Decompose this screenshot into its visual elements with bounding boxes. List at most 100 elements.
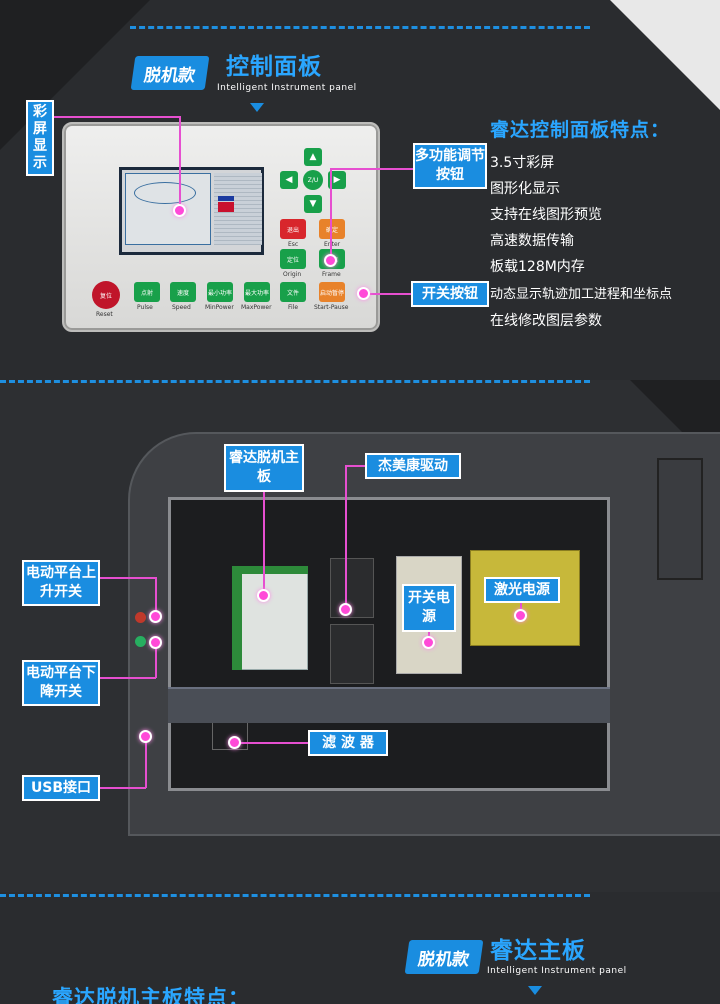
features-title: 睿达控制面板特点： xyxy=(490,119,671,141)
pointer-line xyxy=(364,293,411,295)
pointer-line xyxy=(100,577,156,579)
mainboard-section: 脱机款 睿达主板 Intelligent Instrument panel 睿达… xyxy=(0,892,720,1004)
control-panel-image: ▲ ◀ Z/U ▶ ▼ 退出 Esc 确定 Enter 定位 Origin 边框… xyxy=(62,122,380,332)
up-switch-button xyxy=(135,612,146,623)
pointer-dot xyxy=(139,730,152,743)
reset-button: 复位 xyxy=(92,281,120,309)
pointer-dot xyxy=(324,254,337,267)
section-divider xyxy=(130,26,590,29)
start-pause-button: 启动暂停 xyxy=(319,282,345,302)
pulse-label: Pulse xyxy=(137,304,153,311)
pointer-line xyxy=(179,116,181,208)
screen-preview xyxy=(125,173,211,245)
pointer-dot xyxy=(257,589,270,602)
down-pointer-icon xyxy=(250,103,264,112)
up-arrow-icon: ▲ xyxy=(304,148,322,166)
minpower-label: MinPower xyxy=(205,304,234,311)
ellipse-graphic xyxy=(134,182,196,204)
mainboard-terminals xyxy=(232,566,242,670)
pointer-line xyxy=(155,642,157,678)
reset-label: Reset xyxy=(96,311,113,318)
mainboard-features-title: 睿达脱机主板特点： xyxy=(52,986,250,1004)
header-subtitle: Intelligent Instrument panel xyxy=(217,83,357,93)
cabinet-shelf xyxy=(168,687,610,723)
header-title: 睿达主板 xyxy=(490,938,586,964)
speed-button: 速度 xyxy=(170,282,196,302)
pointer-line xyxy=(263,492,265,592)
callout-multi-button: 多功能调节按钮 xyxy=(413,143,487,189)
down-pointer-icon xyxy=(528,986,542,995)
pointer-dot xyxy=(149,610,162,623)
pointer-line xyxy=(100,677,156,679)
callout-down-switch: 电动平台下降开关 xyxy=(22,660,100,706)
right-arrow-icon: ▶ xyxy=(328,171,346,189)
header-title: 控制面板 xyxy=(226,54,322,80)
pointer-dot xyxy=(228,736,241,749)
pointer-line xyxy=(145,740,147,788)
driver-image xyxy=(330,558,374,618)
feature-item: 3.5寸彩屏 xyxy=(490,155,555,171)
feature-item: 在线修改图层参数 xyxy=(490,313,602,329)
feature-item: 支持在线图形预览 xyxy=(490,207,602,223)
machine-interior-section: 睿达脱机主板 杰美康驱动 电动平台上升开关 开关电源 激光电源 电动平台下降开关… xyxy=(0,380,720,892)
screen-layer-block xyxy=(218,196,234,201)
driver-image xyxy=(330,624,374,684)
pointer-line xyxy=(345,465,347,605)
pointer-line xyxy=(520,603,522,613)
down-switch-button xyxy=(135,636,146,647)
start-pause-label: Start-Pause xyxy=(314,304,349,311)
left-arrow-icon: ◀ xyxy=(280,171,298,189)
header-badge: 脱机款 xyxy=(404,940,484,974)
section-divider xyxy=(0,894,590,897)
down-arrow-icon: ▼ xyxy=(304,195,322,213)
zu-button: Z/U xyxy=(303,170,323,190)
callout-switch-button: 开关按钮 xyxy=(411,281,489,307)
pointer-line xyxy=(331,168,413,170)
pointer-line xyxy=(330,168,332,258)
pointer-line xyxy=(155,577,157,613)
pointer-line xyxy=(346,465,365,467)
pulse-button: 点射 xyxy=(134,282,160,302)
pointer-dot xyxy=(173,204,186,217)
file-button: 文件 xyxy=(280,282,306,302)
callout-screen: 彩屏显示 xyxy=(26,100,54,176)
file-label: File xyxy=(288,304,299,311)
callout-up-switch: 电动平台上升开关 xyxy=(22,560,100,606)
machine-side-panel xyxy=(657,458,703,580)
screen-layer-block xyxy=(218,202,234,212)
callout-switch-psu: 开关电源 xyxy=(402,584,456,632)
minpower-button: 最小功率 xyxy=(207,282,233,302)
enter-button: 确定 xyxy=(319,219,345,239)
pointer-dot xyxy=(514,609,527,622)
pointer-dot xyxy=(339,603,352,616)
speed-label: Speed xyxy=(172,304,191,311)
filter-image xyxy=(212,720,248,750)
callout-usb: USB接口 xyxy=(22,775,100,801)
origin-label: Origin xyxy=(283,271,302,278)
header-subtitle: Intelligent Instrument panel xyxy=(487,966,627,976)
header-badge: 脱机款 xyxy=(130,56,210,90)
lcd-screen xyxy=(119,167,264,255)
callout-mainboard: 睿达脱机主板 xyxy=(224,444,304,492)
pointer-line xyxy=(54,116,180,118)
pointer-dot xyxy=(422,636,435,649)
callout-filter: 滤 波 器 xyxy=(308,730,388,756)
frame-label: Frame xyxy=(322,271,341,278)
control-panel-section: 脱机款 控制面板 Intelligent Instrument panel ▲ … xyxy=(0,0,720,380)
origin-button: 定位 xyxy=(280,249,306,269)
feature-item: 图形化显示 xyxy=(490,181,560,197)
esc-button: 退出 xyxy=(280,219,306,239)
corner-decoration xyxy=(610,0,720,110)
pointer-line xyxy=(100,787,146,789)
feature-item: 板载128M内存 xyxy=(490,259,585,275)
maxpower-button: 最大功率 xyxy=(244,282,270,302)
feature-item: 动态显示轨迹加工进程和坐标点 xyxy=(490,287,673,302)
pointer-line xyxy=(234,742,308,744)
enter-label: Enter xyxy=(324,241,341,248)
section-divider xyxy=(0,380,590,383)
pointer-dot xyxy=(357,287,370,300)
mainboard-terminals xyxy=(232,566,308,574)
maxpower-label: MaxPower xyxy=(241,304,272,311)
callout-laser-psu: 激光电源 xyxy=(484,577,560,603)
pointer-line xyxy=(428,632,430,638)
